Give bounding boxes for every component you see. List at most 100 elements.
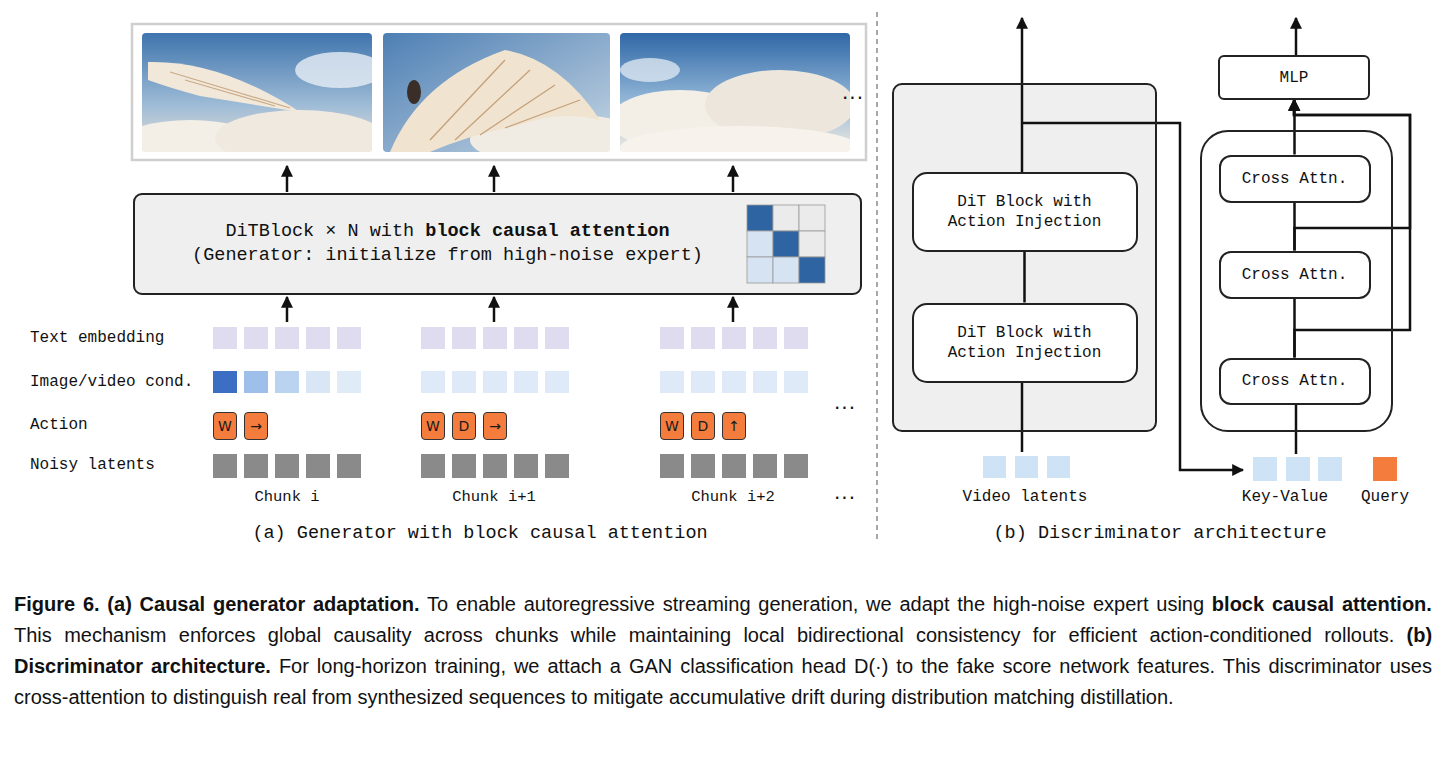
text-run: chunks (495, 624, 558, 646)
mask-cell (747, 205, 773, 231)
panel-label: Text embedding (30, 329, 164, 347)
text-run: Block (996, 324, 1044, 342)
text-group: DiT Block with Action Injection (940, 192, 1110, 232)
token (337, 327, 361, 349)
token (244, 454, 268, 478)
text-run: to (151, 686, 168, 708)
mask-cell (799, 205, 825, 231)
text-run: generator (213, 593, 305, 615)
text-run: (a) (107, 593, 131, 615)
node-text: DiTBlock × N with block causal attention (192, 220, 703, 244)
text-run: Causal (140, 593, 206, 615)
token (753, 327, 777, 349)
token (514, 327, 538, 349)
token (514, 454, 538, 478)
mask-cell (799, 231, 825, 257)
latent-tokens (983, 456, 1342, 481)
node-text: → (489, 418, 501, 434)
query-token (1373, 457, 1397, 481)
cloud (620, 126, 850, 152)
mlp-box: MLP (1218, 55, 1370, 100)
action-key: ↑ (722, 412, 746, 440)
text-run: (b) (1407, 624, 1433, 646)
wing (148, 62, 300, 112)
text-run: from (447, 245, 491, 266)
cross-attn-block: Cross Attn. (1219, 155, 1371, 203)
text-run: the (921, 655, 949, 677)
mask-cell (773, 205, 799, 231)
token (722, 327, 746, 349)
text-run: enable (456, 593, 516, 615)
text-run: adaptation. (313, 593, 420, 615)
text-run: score (1002, 655, 1051, 677)
text-group: ↑ (728, 418, 740, 434)
text-run: mitigate (593, 686, 663, 708)
arrows (287, 166, 733, 322)
text-run: → (489, 418, 501, 434)
text-run: discriminator (1268, 655, 1381, 677)
text-run: Injection (1015, 213, 1101, 231)
token (514, 371, 538, 393)
text-run: streaming (663, 593, 751, 615)
text-run: causal (1272, 593, 1334, 615)
text-group: → (489, 418, 501, 434)
text-group: Cross Attn. (1242, 266, 1348, 284)
text-run: accumulative (669, 686, 786, 708)
video-frame (620, 33, 850, 152)
text-group: W (218, 418, 232, 434)
action-key: → (244, 412, 268, 440)
text-run: generation, (758, 593, 858, 615)
text-run: matching (994, 686, 1075, 708)
text-run: Cross (1242, 372, 1290, 390)
generator-fill (133, 193, 862, 295)
mask-cell (747, 257, 773, 283)
figure-caption: Figure 6. (a) Causal generator adaptatio… (14, 589, 1432, 713)
text-run: D(·) (854, 655, 888, 677)
text-run: training, (435, 655, 506, 677)
text-group: D (698, 418, 709, 434)
token (213, 327, 237, 349)
node-text: ↑ (728, 418, 740, 434)
action-key: D (691, 412, 715, 440)
token (452, 454, 476, 478)
token (244, 371, 268, 393)
token (545, 327, 569, 349)
feather-line (430, 60, 580, 140)
text-run: global (268, 624, 321, 646)
text-run: Action (948, 213, 1006, 231)
panel-label: Key-Value (1242, 488, 1328, 506)
text-run: causal (492, 221, 559, 242)
video-frame (142, 33, 372, 152)
text-run: attention. (1342, 593, 1432, 615)
output-arrow (732, 166, 735, 192)
panel-label: Noisy latents (30, 456, 155, 474)
cloud (620, 58, 680, 82)
text-group: W (665, 418, 679, 434)
text-run: real (273, 686, 306, 708)
node-text: Cross Attn. (1242, 266, 1348, 284)
text-run: (Generator: (192, 245, 314, 266)
token (1047, 456, 1070, 478)
text-group: Cross Attn. (1242, 170, 1348, 188)
token (545, 454, 569, 478)
dit-block: DiT Block with Action Injection (912, 303, 1138, 383)
node-text: MLP (1280, 69, 1309, 87)
text-run: N (348, 221, 359, 242)
node-text: → (250, 418, 262, 434)
panel-label: (a) Generator with block causal attentio… (252, 523, 707, 544)
discriminator-panel: DiT Block with Action InjectionDiT Block… (892, 83, 1157, 432)
token (275, 327, 299, 349)
text-run: distribution (891, 686, 988, 708)
text-run: efficient (1069, 624, 1138, 646)
token (784, 454, 808, 478)
text-run: consistency (916, 624, 1021, 646)
text-run: autoregressive (524, 593, 655, 615)
cloud (215, 110, 372, 152)
token (275, 454, 299, 478)
connector (1023, 252, 1026, 303)
token (753, 454, 777, 478)
cloud (295, 52, 372, 88)
text-group: MLP (1280, 69, 1309, 87)
token (421, 454, 445, 478)
